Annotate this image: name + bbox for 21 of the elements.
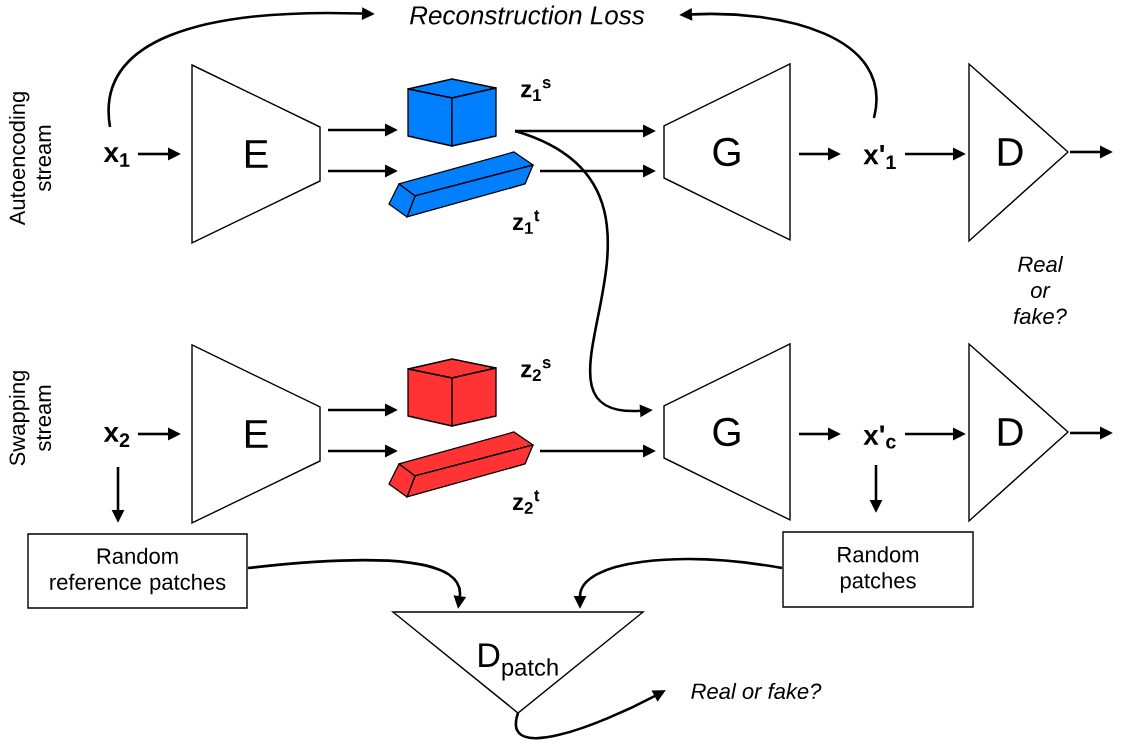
cube-drawing (407, 358, 497, 427)
bar-drawing (388, 431, 534, 498)
stream-label: Autoencoding stream (8, 92, 52, 226)
variable-label: x$_{2}$ (103, 427, 130, 447)
variable-label: x'$_{1}$ (863, 144, 896, 170)
latent-label: z$_{1}$s (521, 79, 551, 101)
patch-box: Random reference patches (27, 533, 248, 609)
bar-drawing (388, 151, 534, 218)
output-label: Real or fake? (1013, 255, 1067, 325)
patch-box: Random patches (782, 531, 974, 608)
latent-label: z$_{2}$s (521, 359, 551, 381)
generator-trapezoid: G (663, 62, 791, 242)
loss-label: Reconstruction Loss (410, 5, 645, 25)
latent-label: z$_{2}$t (513, 490, 540, 514)
stream-label: Swapping stream (8, 371, 52, 466)
output-label: Real or fake? (691, 682, 822, 700)
cube-drawing (407, 78, 497, 147)
generator-trapezoid: G (663, 342, 791, 522)
latent-label: z$_{1}$t (513, 210, 540, 234)
variable-label: x$_{1}$ (103, 147, 130, 167)
variable-label: x'$_{c}$ (863, 425, 896, 449)
